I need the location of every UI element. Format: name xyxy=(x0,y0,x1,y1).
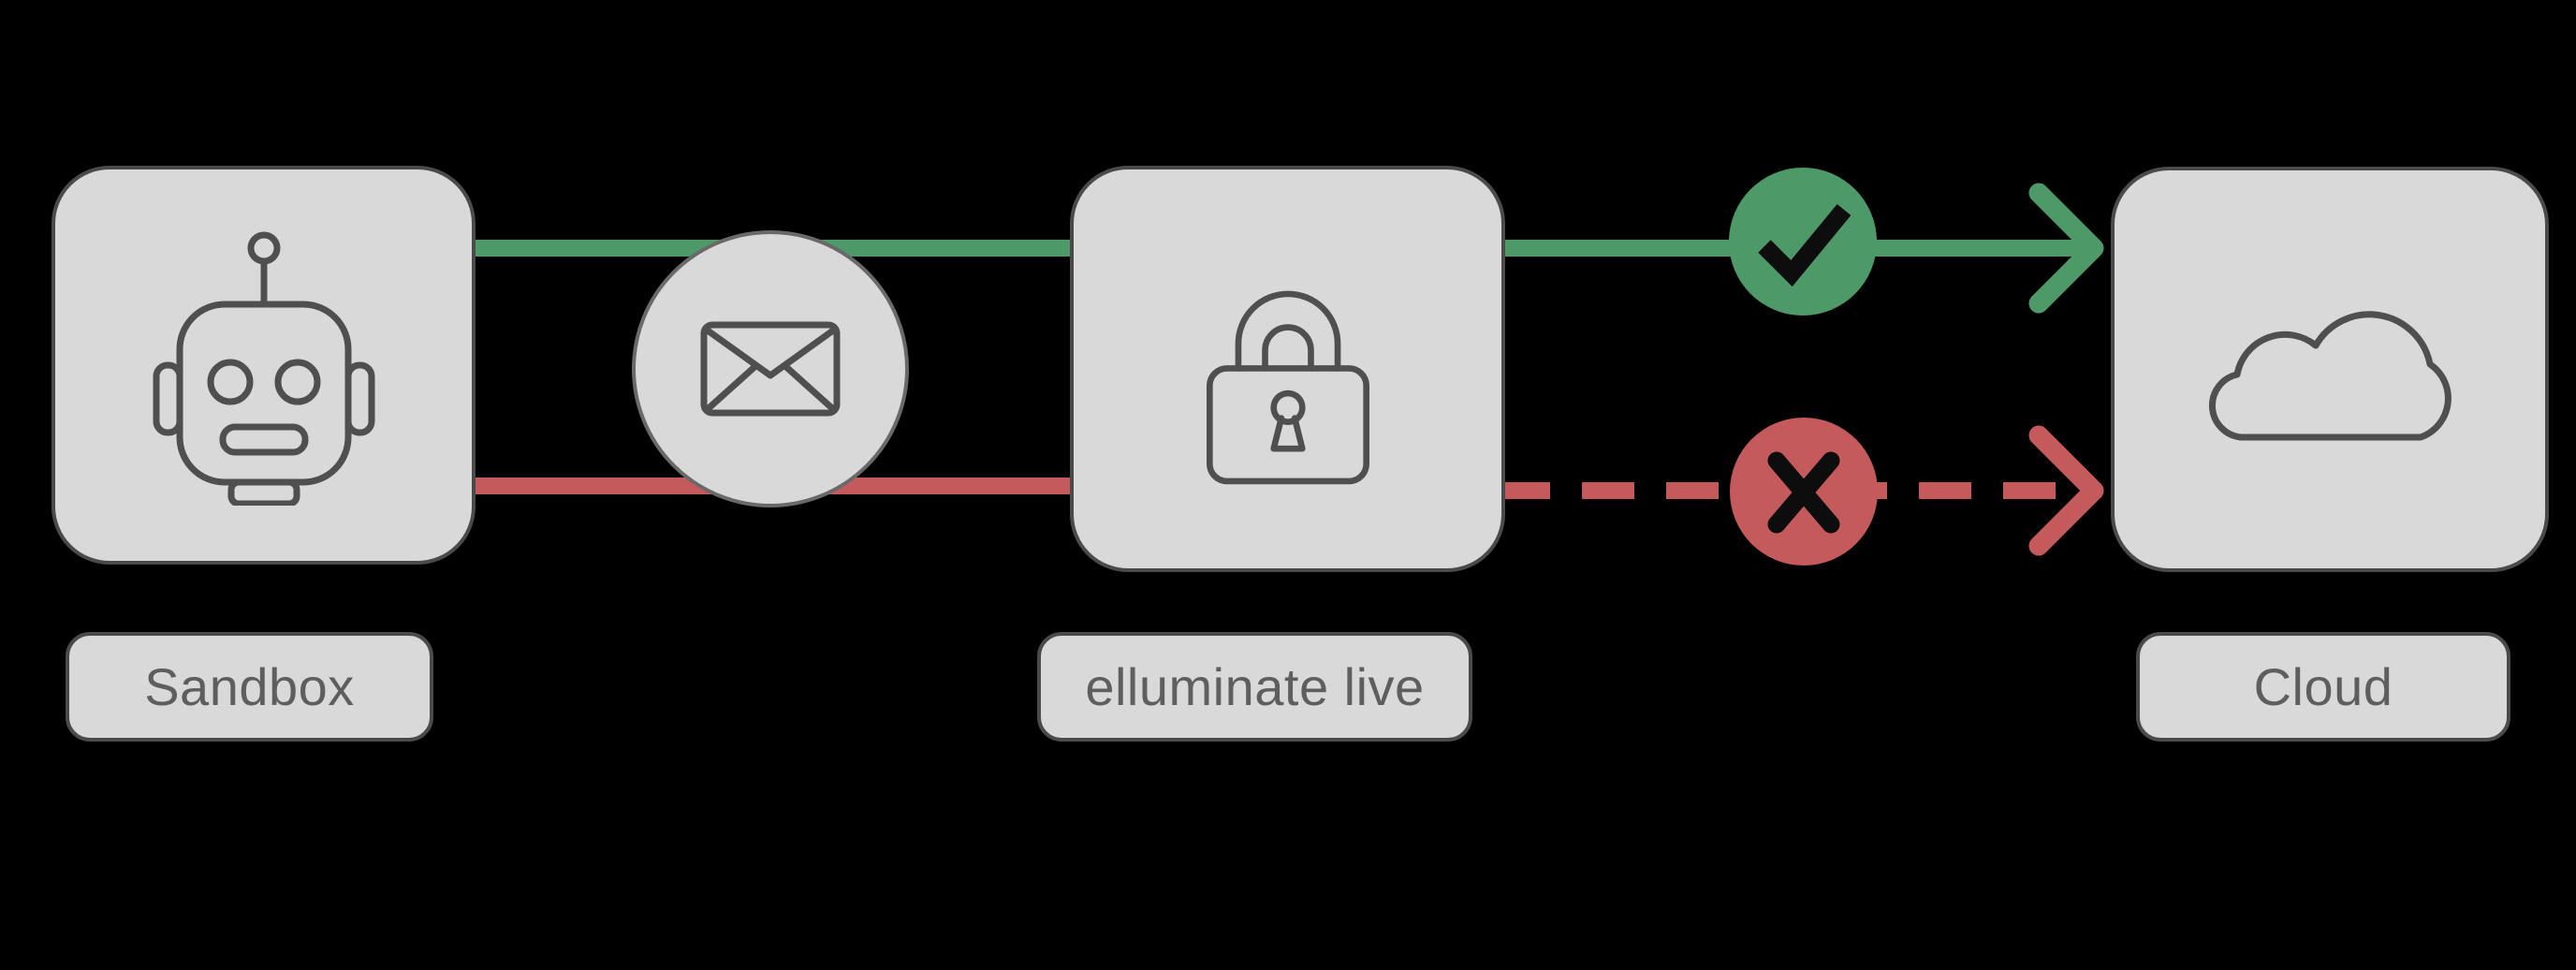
sandbox-node xyxy=(51,166,476,565)
robot-icon xyxy=(153,231,374,506)
elluminate-live-node xyxy=(1070,166,1505,572)
envelope-badge xyxy=(632,230,909,507)
sandbox-label: Sandbox xyxy=(66,632,433,742)
cloud-node xyxy=(2111,167,2549,572)
elluminate-live-label: elluminate live xyxy=(1037,632,1472,742)
envelope-icon xyxy=(700,321,841,417)
elluminate-live-label-text: elluminate live xyxy=(1085,657,1425,716)
blocked-arrowhead-icon xyxy=(2028,425,2104,556)
approved-arrowhead-icon xyxy=(2028,183,2104,314)
checkmark-icon xyxy=(1758,203,1852,287)
sandbox-label-text: Sandbox xyxy=(144,657,355,716)
cloud-icon xyxy=(2209,310,2452,440)
approved-badge xyxy=(1729,168,1877,316)
lock-icon xyxy=(1206,290,1369,485)
cloud-label-text: Cloud xyxy=(2253,657,2393,716)
cross-icon xyxy=(1767,451,1840,534)
blocked-badge xyxy=(1730,418,1878,566)
cloud-label: Cloud xyxy=(2136,632,2510,742)
